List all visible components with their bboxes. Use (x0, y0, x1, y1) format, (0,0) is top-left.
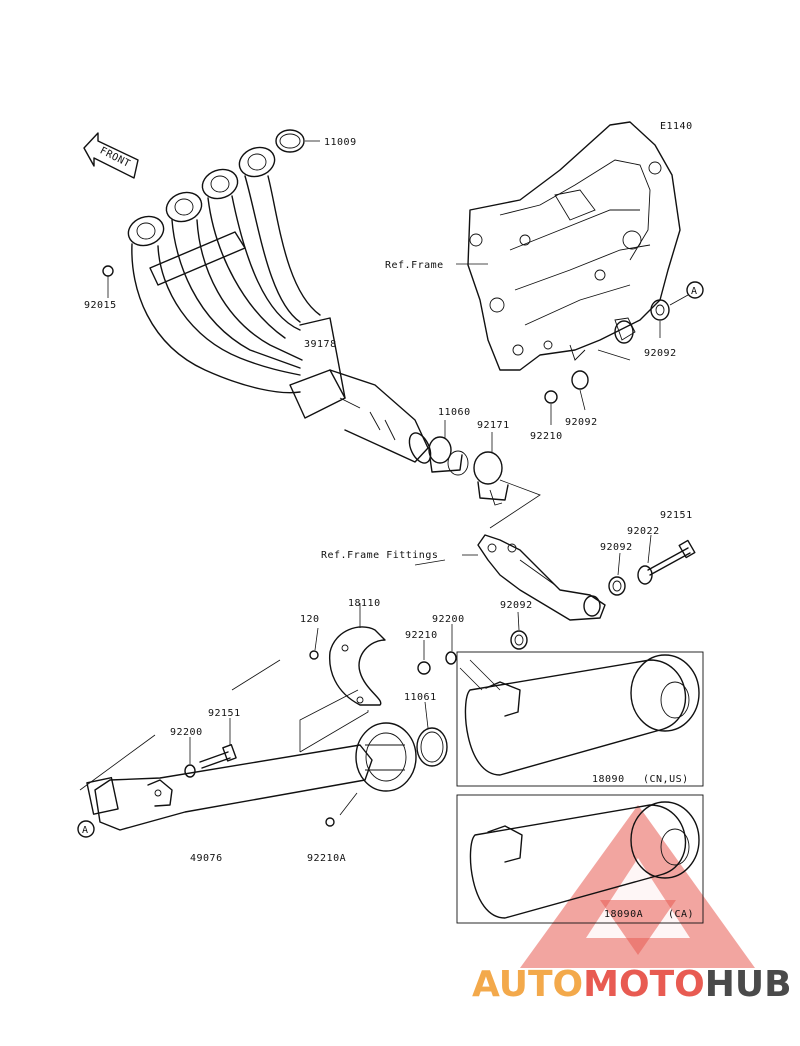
callout-a-top (686, 281, 704, 299)
washer-92200-a (445, 651, 457, 665)
gasket-11060 (428, 436, 469, 476)
label-49076: 49076 (190, 853, 223, 864)
svg-text:AUTOMOTOHUB: AUTOMOTOHUB (472, 964, 792, 1005)
muffler-joint (355, 722, 417, 792)
label-92200-a: 92200 (432, 614, 465, 625)
label-92092-d: 92092 (500, 600, 533, 611)
frame-drawing (467, 121, 681, 371)
watermark-moto: MOTO (583, 964, 705, 1005)
muffler-18090A-box (456, 794, 704, 924)
bolt-92151-lower (199, 744, 237, 769)
frame-fittings-bracket (477, 534, 606, 621)
nut-92210-b (417, 661, 431, 675)
nut-92210A (325, 817, 335, 827)
callout-a-top-label: A (691, 286, 698, 297)
link-pipe-49076 (86, 744, 373, 831)
label-92015: 92015 (84, 300, 117, 311)
label-92151-b: 92151 (208, 708, 241, 719)
nut-92015 (102, 265, 114, 277)
bolt-92151-upper (647, 539, 696, 576)
label-92092-c: 92092 (600, 542, 633, 553)
screw-120 (309, 650, 319, 660)
label-92022: 92022 (627, 526, 660, 537)
exhaust-header-drawing (127, 146, 432, 464)
nut-92092-d (510, 630, 528, 650)
watermark-logo (520, 805, 755, 968)
label-92210-a: 92210 (530, 431, 563, 442)
callout-a-bottom-label: A (82, 825, 89, 836)
label-11061: 11061 (404, 692, 437, 703)
muffler-18090-box (456, 651, 704, 787)
label-92200-b: 92200 (170, 727, 203, 738)
nut-92210-a (544, 390, 558, 404)
clamp-92171 (473, 451, 509, 506)
label-92092-a: 92092 (644, 348, 677, 359)
diagram-code: E1140 (660, 121, 693, 132)
label-18090A: 18090A (604, 909, 643, 920)
label-120: 120 (300, 614, 320, 625)
front-arrow-icon: FRONT (83, 132, 139, 179)
label-18090A-note: (CA) (668, 909, 694, 920)
label-ref-frame-fittings: Ref.Frame Fittings (321, 550, 438, 561)
label-18090: 18090 (592, 774, 625, 785)
label-92171: 92171 (477, 420, 510, 431)
label-11060: 11060 (438, 407, 471, 418)
label-92092-b: 92092 (565, 417, 598, 428)
watermark-hub: HUB (705, 964, 792, 1005)
washer-92200-b (184, 764, 196, 778)
nut-92092-b (571, 370, 589, 390)
label-92210-b: 92210 (405, 630, 438, 641)
label-18110: 18110 (348, 598, 381, 609)
heat-shield-18110 (328, 626, 386, 706)
nut-92092-a (650, 299, 670, 321)
label-18090-note: (CN,US) (643, 774, 689, 785)
label-11009: 11009 (324, 137, 357, 148)
label-92210A: 92210A (307, 853, 346, 864)
gasket-11009 (275, 129, 305, 153)
watermark-text: AUTOMOTOHUB (472, 964, 792, 1005)
callout-a-bottom (77, 820, 95, 838)
watermark-auto: AUTO (472, 964, 583, 1005)
label-39178: 39178 (304, 339, 337, 350)
washer-92022 (637, 565, 653, 585)
label-92151-a: 92151 (660, 510, 693, 521)
ref-frame-label: Ref.Frame (385, 260, 444, 271)
nut-92092-c (608, 576, 626, 596)
collar (614, 320, 634, 344)
gasket-11061 (416, 727, 448, 767)
